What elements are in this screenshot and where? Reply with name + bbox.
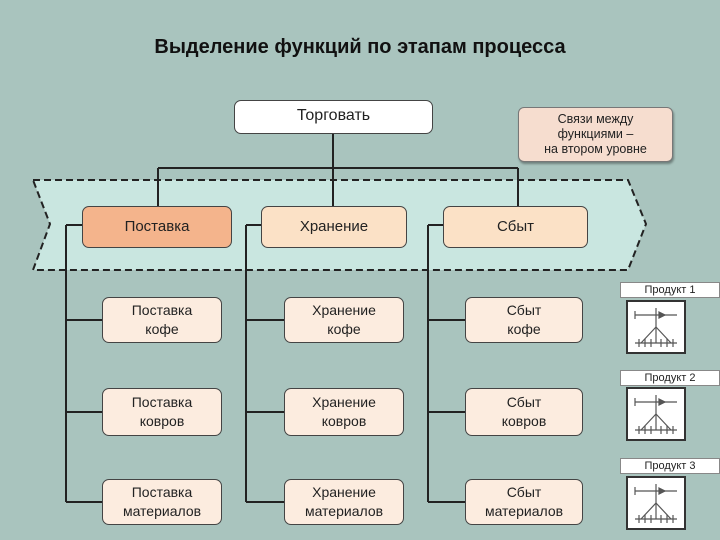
product-2-label: Продукт 2	[620, 370, 720, 386]
tree-hierarchy-icon	[626, 300, 686, 354]
cell-supply-product-2: Поставка ковров	[102, 388, 222, 436]
cell-storage-product-1: Хранение кофе	[284, 297, 404, 343]
root-function-box: Торговать	[234, 100, 433, 134]
cell-supply-product-1: Поставка кофе	[102, 297, 222, 343]
cell-supply-product-3: Поставка материалов	[102, 479, 222, 525]
slide-title: Выделение функций по этапам процесса	[154, 36, 566, 58]
cell-sales-product-1: Сбыт кофе	[465, 297, 583, 343]
tree-hierarchy-icon	[626, 476, 686, 530]
note-callout: Связи между функциями – на втором уровне	[518, 107, 673, 162]
cell-storage-product-3: Хранение материалов	[284, 479, 404, 525]
stage-storage: Хранение	[261, 206, 407, 248]
cell-sales-product-2: Сбыт ковров	[465, 388, 583, 436]
tree-hierarchy-icon	[626, 387, 686, 441]
stage-supply: Поставка	[82, 206, 232, 248]
product-3-label: Продукт 3	[620, 458, 720, 474]
cell-storage-product-2: Хранение ковров	[284, 388, 404, 436]
stage-sales: Сбыт	[443, 206, 588, 248]
cell-sales-product-3: Сбыт материалов	[465, 479, 583, 525]
product-1-label: Продукт 1	[620, 282, 720, 298]
